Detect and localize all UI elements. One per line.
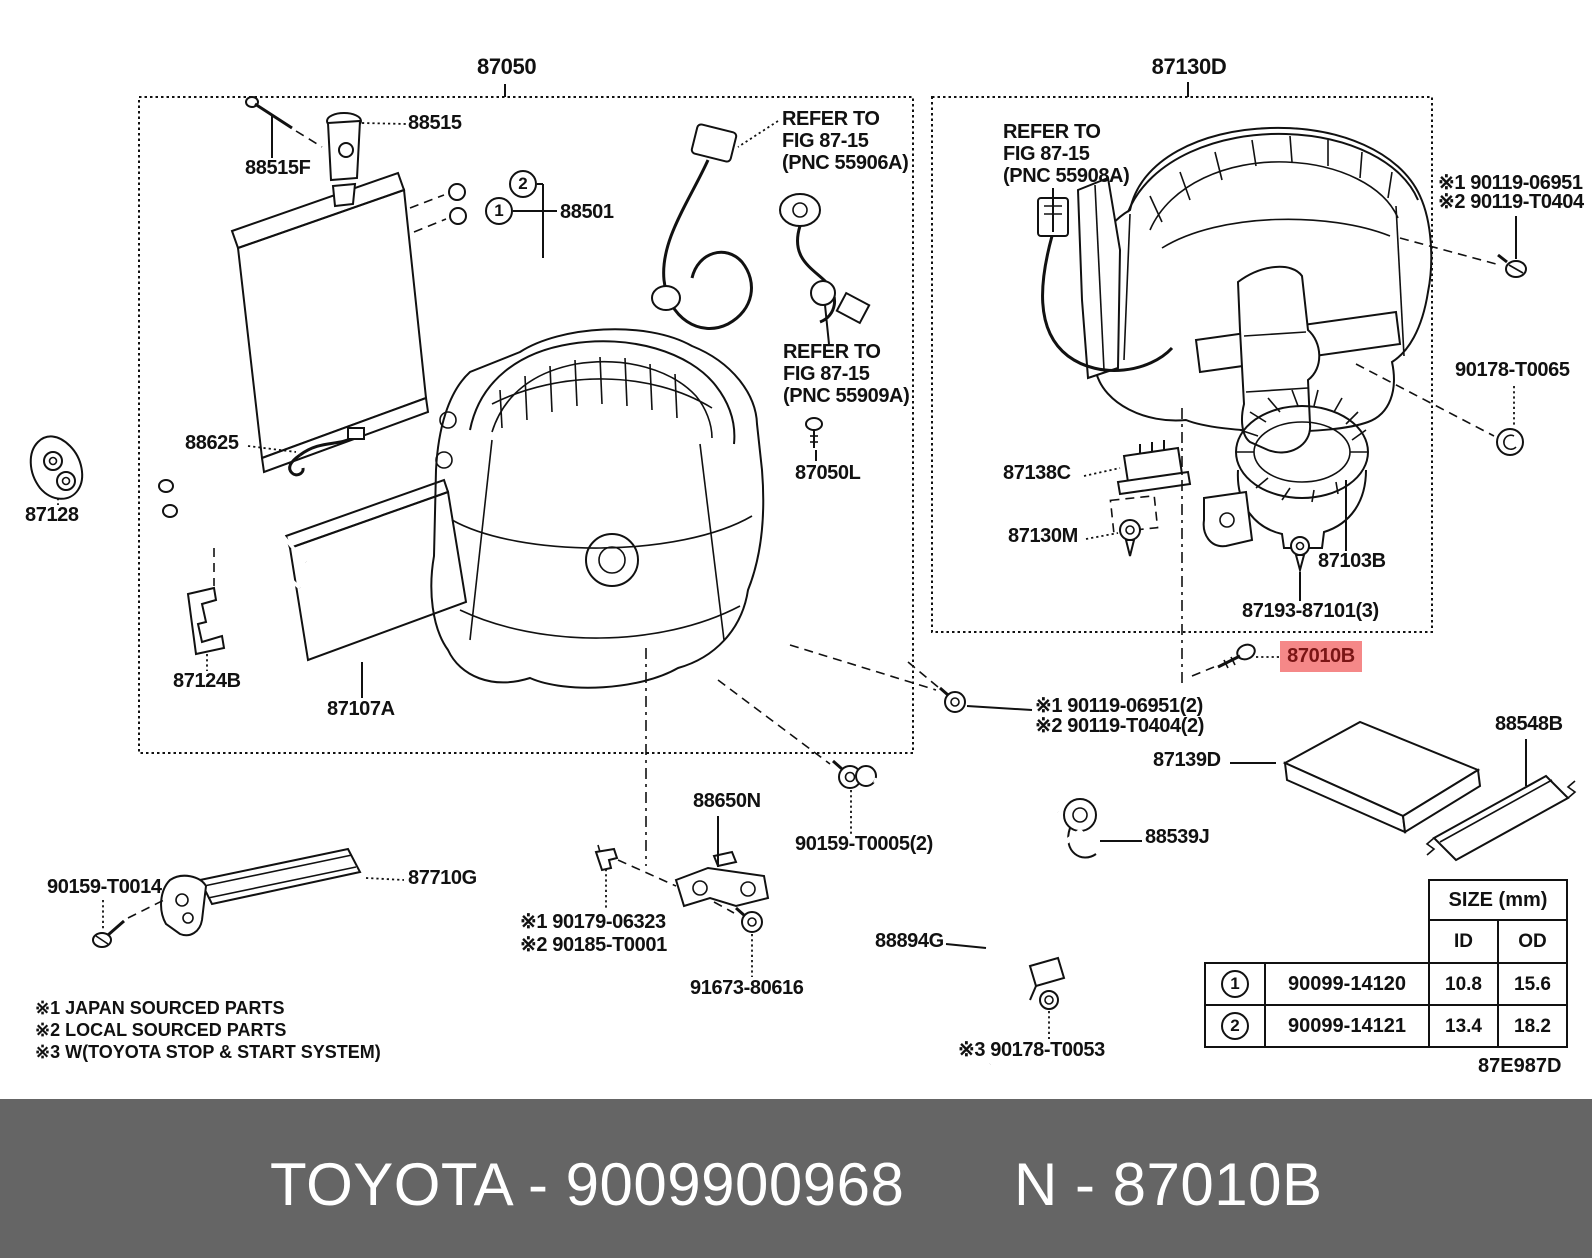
size-table-row2-callout: 2: [1221, 1012, 1249, 1040]
construction-dashed-lines: [127, 237, 1497, 919]
part-label-87107A[interactable]: 87107A: [327, 698, 395, 720]
size-table-row2-part[interactable]: 90099-14121: [1288, 1015, 1406, 1037]
size-table-header: SIZE (mm): [1448, 889, 1548, 911]
servo-harness-1-drawing: [651, 123, 753, 330]
part-label-90159-T0005[interactable]: 90159-T0005(2): [795, 833, 933, 855]
part-label-87710G[interactable]: 87710G: [408, 867, 477, 889]
part-label-87103B[interactable]: 87103B: [1318, 550, 1386, 572]
blower-unit-boundary-box: [931, 82, 1433, 633]
screw-87050L-drawing: [805, 417, 823, 448]
leader-lines: [57, 115, 1527, 1039]
cabin-filter-87139D-drawing: [1282, 720, 1482, 834]
callout-circle-2[interactable]: 2: [509, 170, 537, 198]
part-label-88515[interactable]: 88515: [408, 112, 462, 134]
part-label-88501[interactable]: 88501: [560, 201, 614, 223]
part-label-90119-right[interactable]: ※1 90119-06951 ※2 90119-T0404: [1438, 172, 1584, 213]
part-label-87138C[interactable]: 87138C: [1003, 462, 1071, 484]
heater-core-drawing: [158, 478, 468, 662]
banner-reference-number: N - 87010B: [1014, 1151, 1323, 1218]
part-label-87130M[interactable]: 87130M: [1008, 525, 1078, 547]
callout-bracket-88501: [513, 183, 557, 258]
grommets-88501-drawing: [409, 183, 467, 233]
bracket-87124B-drawing: [186, 548, 226, 656]
blower-case-drawing: [1076, 126, 1433, 454]
screw-90119-below-drawing: [939, 686, 966, 713]
screw-87130M-drawing: [1119, 519, 1141, 557]
size-table-row2-od: 18.2: [1514, 1016, 1551, 1037]
footnote-japan-sourced: ※1 JAPAN SOURCED PARTS: [35, 998, 285, 1018]
part-label-90178-T0053[interactable]: ※3 90178-T0053: [958, 1039, 1105, 1061]
footer-banner: TOYOTA - 9009900968 N - 87010B: [0, 1099, 1592, 1258]
grommet-90178-T0065-drawing: [1496, 428, 1524, 456]
part-label-88625[interactable]: 88625: [185, 432, 239, 454]
pipe-88539J-drawing: [855, 765, 1097, 859]
aux-radiator-87710G-drawing: [160, 847, 362, 937]
part-label-88894G[interactable]: 88894G: [875, 930, 944, 952]
part-label-90119-below[interactable]: ※1 90119-06951(2) ※2 90119-T0404(2): [1035, 695, 1204, 737]
assembly-label-87130D[interactable]: 87130D: [1151, 54, 1227, 79]
size-table-col-od: OD: [1518, 931, 1547, 952]
main-unit-boundary-box: [138, 84, 914, 754]
part-label-91673-80616[interactable]: 91673-80616: [690, 977, 804, 999]
screw-91673-drawing: [735, 906, 763, 933]
footnote-stop-start: ※3 W(TOYOTA STOP & START SYSTEM): [35, 1042, 381, 1062]
bracket-88650N-drawing: [674, 850, 770, 908]
screw-87193-drawing: [1290, 536, 1310, 574]
part-label-90159-T0014[interactable]: 90159-T0014: [47, 876, 162, 898]
size-table-row2-id: 13.4: [1445, 1016, 1482, 1037]
callout-circle-1[interactable]: 1: [485, 197, 513, 225]
wire-88625-drawing: [288, 427, 365, 477]
refer-note-55909A: REFER TO FIG 87-15 (PNC 55909A): [783, 341, 910, 407]
part-label-87139D[interactable]: 87139D: [1153, 749, 1221, 771]
servo-harness-2-drawing: [779, 193, 871, 325]
part-label-88539J[interactable]: 88539J: [1145, 826, 1210, 848]
filter-lid-88548B-drawing: [1425, 774, 1577, 862]
figure-code: 87E987D: [1478, 1055, 1562, 1077]
size-table-row1-id: 10.8: [1445, 974, 1482, 995]
highlighted-part-label-87010B[interactable]: 87010B: [1280, 641, 1362, 672]
size-table-row1-od: 15.6: [1514, 974, 1551, 995]
size-table-col-id: ID: [1454, 931, 1473, 952]
part-label-87124B[interactable]: 87124B: [173, 670, 241, 692]
evaporator-drawing: [230, 171, 430, 474]
part-label-90178-T0065[interactable]: 90178-T0065: [1455, 359, 1570, 381]
screw-90119-right-drawing: [1497, 253, 1527, 278]
part-label-87193-87101[interactable]: 87193-87101(3): [1242, 600, 1379, 622]
size-table-row1-callout: 1: [1221, 970, 1249, 998]
part-label-88548B[interactable]: 88548B: [1495, 713, 1563, 735]
part-label-88650N[interactable]: 88650N: [693, 790, 761, 812]
grommet-87128-drawing: [29, 435, 84, 500]
hvac-case-drawing: [430, 328, 765, 689]
size-table-grid: [1204, 879, 1568, 1048]
refer-note-55906A: REFER TO FIG 87-15 (PNC 55906A): [782, 108, 909, 174]
size-table-row1-part[interactable]: 90099-14120: [1288, 973, 1406, 995]
refer-note-55908A: REFER TO FIG 87-15 (PNC 55908A): [1003, 121, 1130, 187]
resistor-87138C-drawing: [1109, 440, 1192, 534]
banner-brand-part-number: TOYOTA - 9009900968: [270, 1151, 905, 1218]
clip-90179-drawing: [594, 844, 619, 872]
bolt-88515F-drawing: [245, 96, 323, 148]
expansion-valve-drawing: [326, 112, 362, 208]
part-label-90179-90185[interactable]: ※1 90179-06323 ※2 90185-T0001: [520, 911, 667, 956]
footnote-local-sourced: ※2 LOCAL SOURCED PARTS: [35, 1020, 287, 1040]
part-label-87050L[interactable]: 87050L: [795, 462, 861, 484]
screw-90159-T0014-drawing: [92, 919, 125, 948]
screw-87010B-drawing: [1217, 643, 1256, 669]
part-label-87128[interactable]: 87128: [25, 504, 79, 526]
assembly-label-87050[interactable]: 87050: [477, 54, 537, 79]
part-label-88515F[interactable]: 88515F: [245, 157, 311, 179]
